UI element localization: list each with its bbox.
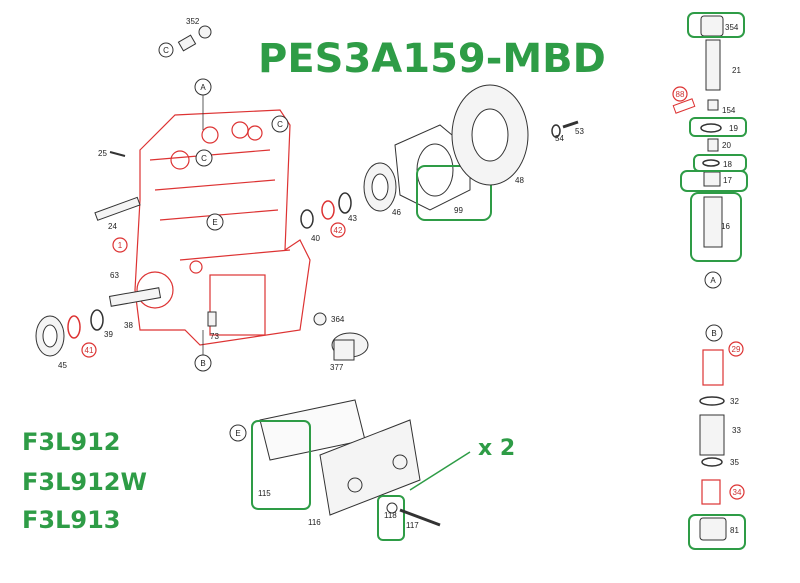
pump-housing [134,109,311,346]
highlight-19 [689,117,747,137]
svg-text:364: 364 [331,315,345,324]
cover-assembly: E 115 116 118 117 [229,399,471,541]
part-39-ring: 39 [90,309,113,339]
part-41-ring: 41 [67,315,97,358]
svg-text:32: 32 [730,397,739,406]
multiplier-pointer [409,451,471,491]
highlight-115 [251,420,311,510]
svg-text:53: 53 [575,127,584,136]
svg-text:A: A [200,83,206,92]
svg-text:354: 354 [725,23,739,32]
part-25: 25 [98,149,126,158]
part-54-53: 54 53 [551,120,584,143]
svg-text:A: A [710,276,716,285]
part-364: 364 [313,312,345,326]
highlight-81 [688,514,746,550]
svg-text:19: 19 [729,124,738,133]
engine-model-2: F3L912W [22,468,147,496]
label-63: 63 [110,271,119,280]
svg-text:E: E [212,218,217,227]
part-42-ring: 42 [321,200,346,238]
svg-text:54: 54 [555,134,564,143]
svg-text:41: 41 [85,346,94,355]
quantity-multiplier: x 2 [478,436,516,461]
svg-text:99: 99 [454,206,463,215]
svg-text:17: 17 [723,176,732,185]
svg-text:39: 39 [104,330,113,339]
svg-text:42: 42 [334,226,343,235]
svg-text:35: 35 [730,458,739,467]
svg-text:34: 34 [733,488,742,497]
svg-text:29: 29 [732,345,741,354]
marker-c-right: C [271,115,289,133]
svg-text:117: 117 [406,521,419,530]
svg-text:1: 1 [118,241,123,250]
svg-text:33: 33 [732,426,741,435]
marker-e-housing: E [206,213,224,231]
marker-a-top: A [194,78,212,130]
highlight-99 [416,165,492,221]
svg-text:C: C [201,154,207,163]
page-title: PES3A159-MBD [258,36,606,82]
svg-text:40: 40 [311,234,320,243]
engine-model-1: F3L912 [22,428,121,456]
highlight-16 [690,192,742,262]
svg-text:45: 45 [58,361,67,370]
svg-text:115: 115 [258,489,271,498]
highlight-18 [693,154,747,172]
part-99-gasket: 99 [394,124,492,221]
highlight-118 [377,495,405,541]
svg-text:20: 20 [722,141,731,150]
engine-model-3: F3L913 [22,506,121,534]
part-40-ring: 40 [300,209,320,243]
svg-text:B: B [200,359,205,368]
svg-text:88: 88 [676,90,685,99]
svg-text:81: 81 [730,526,739,535]
tappet-assembly: B 29 32 33 35 34 81 [688,324,746,550]
svg-text:B: B [711,329,716,338]
svg-text:116: 116 [308,518,321,527]
part-352-bolt: C 352 [158,17,212,58]
marker-b-bottom: B [194,330,212,372]
part-24: 24 [94,196,141,231]
svg-text:118: 118 [384,511,397,520]
part-377-cap: 377 [330,332,369,372]
svg-text:48: 48 [515,176,524,185]
highlight-17 [680,170,748,192]
svg-text:154: 154 [722,106,736,115]
marker-c-mid: C [195,149,213,167]
svg-text:377: 377 [330,363,344,372]
svg-text:E: E [235,429,240,438]
svg-text:16: 16 [721,222,730,231]
part-camshaft: 38 [108,287,162,330]
label-352: 352 [186,17,200,26]
valve-assembly: 354 21 88 154 19 20 18 17 16 A [672,12,748,289]
part-46-bearing: 46 [363,162,401,217]
svg-text:43: 43 [348,214,357,223]
svg-text:21: 21 [732,66,741,75]
svg-text:25: 25 [98,149,107,158]
part-48-flange: 48 [451,84,529,186]
marker-c: C [163,46,169,55]
part-43-ring: 43 [338,192,357,223]
svg-text:38: 38 [124,321,133,330]
svg-text:73: 73 [210,332,219,341]
part-45-bearing: 45 [35,315,67,370]
part-73: 73 [207,311,219,341]
svg-text:C: C [277,120,283,129]
part-1: 1 [112,237,128,253]
highlight-354 [687,12,745,38]
svg-text:24: 24 [108,222,117,231]
svg-text:46: 46 [392,208,401,217]
svg-text:18: 18 [723,160,732,169]
